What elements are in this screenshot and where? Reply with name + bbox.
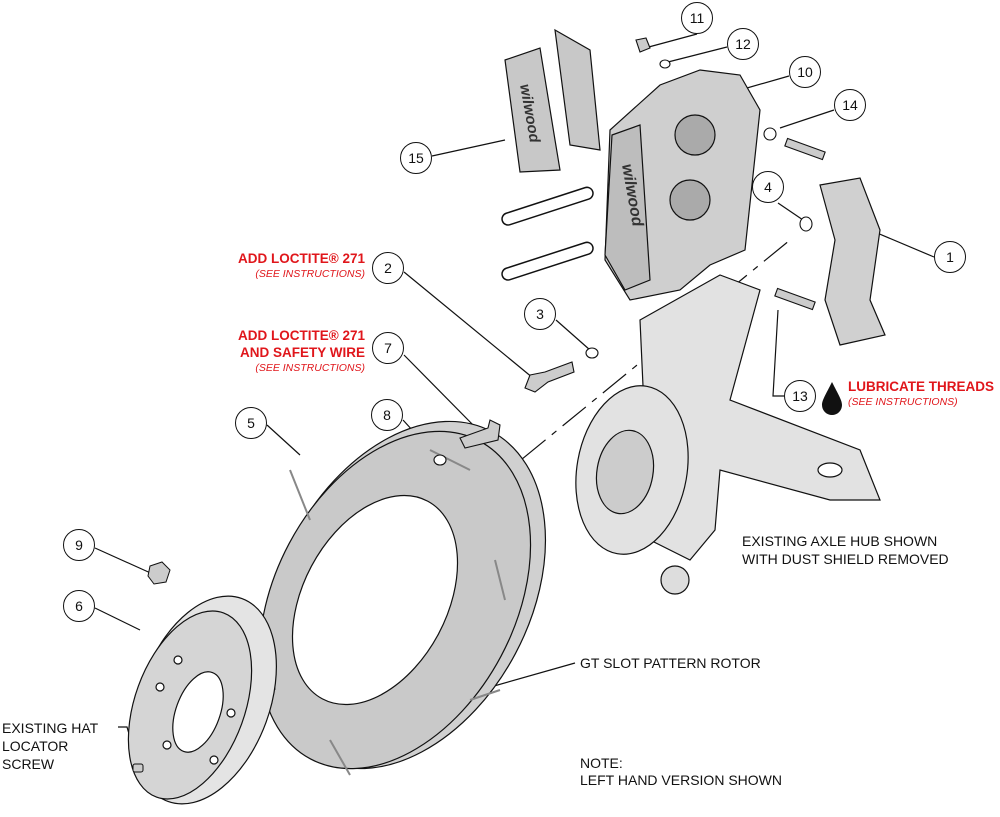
washer-14: [763, 127, 777, 141]
oil-drop-icon: [822, 382, 842, 415]
note-body: LEFT HAND VERSION SHOWN: [580, 772, 782, 788]
loctite-note-2-sub: (SEE INSTRUCTIONS): [255, 268, 365, 280]
callout-8: 8: [371, 399, 403, 431]
callout-1: 1: [934, 241, 966, 273]
bolt-7: [459, 419, 501, 449]
note-title: NOTE:: [580, 755, 623, 771]
screw-label-line3: SCREW: [2, 756, 55, 772]
loctite-note-2-title: ADD LOCTITE® 271: [238, 251, 365, 266]
o-rings: [501, 186, 594, 281]
lubricate-note-title: LUBRICATE THREADS: [848, 379, 994, 394]
rotor-hat: [127, 595, 277, 805]
callout-15: 15: [400, 142, 432, 174]
screw-label-line1: EXISTING HAT: [2, 720, 99, 736]
lubricate-note-sub: (SEE INSTRUCTIONS): [848, 396, 958, 408]
callout-4: 4: [752, 171, 784, 203]
hat-locator-screw: [132, 763, 144, 773]
loctite-note-7-title: ADD LOCTITE® 271: [238, 328, 365, 343]
callout-2: 2: [372, 252, 404, 284]
washer-12: [659, 59, 671, 69]
bolt-2: [524, 361, 575, 393]
callout-10: 10: [789, 56, 821, 88]
axle-hub: [575, 274, 881, 595]
mounting-bracket: [819, 177, 886, 346]
callout-7: 7: [372, 332, 404, 364]
callout-11: 11: [681, 2, 713, 34]
nut-11: [635, 37, 651, 53]
callout-12: 12: [727, 28, 759, 60]
callout-9: 9: [63, 529, 95, 561]
caliper: wilwood: [604, 69, 761, 301]
brake-pads: wilwood: [504, 28, 601, 173]
hat-nut: [147, 561, 171, 585]
loctite-note-7-sub: (SEE INSTRUCTIONS): [255, 362, 365, 374]
rotor: [258, 420, 547, 776]
bracket-bolt: [784, 137, 826, 161]
screw-label-line2: LOCATOR: [2, 738, 69, 754]
loctite-note-7-line2: AND SAFETY WIRE: [239, 345, 365, 360]
callout-14: 14: [834, 89, 866, 121]
callout-3: 3: [524, 298, 556, 330]
rotor-label: GT SLOT PATTERN ROTOR: [580, 655, 761, 671]
washer-8: [433, 454, 447, 466]
washer-3: [585, 347, 599, 359]
callout-13: 13: [784, 380, 816, 412]
hub-note-line2: WITH DUST SHIELD REMOVED: [742, 551, 949, 567]
callout-6: 6: [63, 590, 95, 622]
bracket-bolt: [774, 287, 816, 311]
washer-4: [799, 216, 813, 232]
callout-5: 5: [235, 407, 267, 439]
hub-note-line1: EXISTING AXLE HUB SHOWN: [742, 533, 938, 549]
